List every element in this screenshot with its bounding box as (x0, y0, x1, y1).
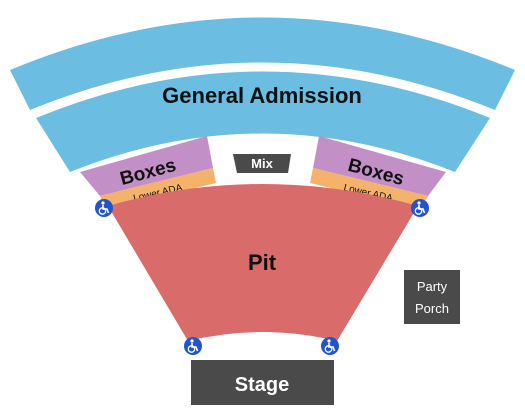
stage-label: Stage (235, 374, 289, 396)
wheelchair-icon (184, 337, 202, 355)
party-porch-label-line1: Party (417, 279, 448, 294)
wheelchair-icon (321, 337, 339, 355)
stage (191, 360, 334, 405)
mix-label: Mix (251, 156, 273, 171)
wheelchair-icon (411, 199, 429, 217)
wheelchair-icon (95, 199, 113, 217)
pit-section[interactable] (108, 184, 418, 341)
pit-label: Pit (248, 250, 277, 275)
party-porch-label-line2: Porch (415, 301, 449, 316)
general-admission-outer-band[interactable] (10, 17, 515, 111)
party-porch-section[interactable] (404, 270, 460, 324)
general-admission-label: General Admission (162, 83, 362, 108)
lower-ada-right-section[interactable] (310, 168, 428, 210)
boxes-left-section[interactable] (80, 136, 213, 196)
general-admission-section[interactable] (36, 71, 490, 173)
lower-ada-left-section[interactable] (100, 168, 216, 210)
boxes-right-section[interactable] (313, 136, 446, 196)
mix-section[interactable] (233, 154, 291, 173)
